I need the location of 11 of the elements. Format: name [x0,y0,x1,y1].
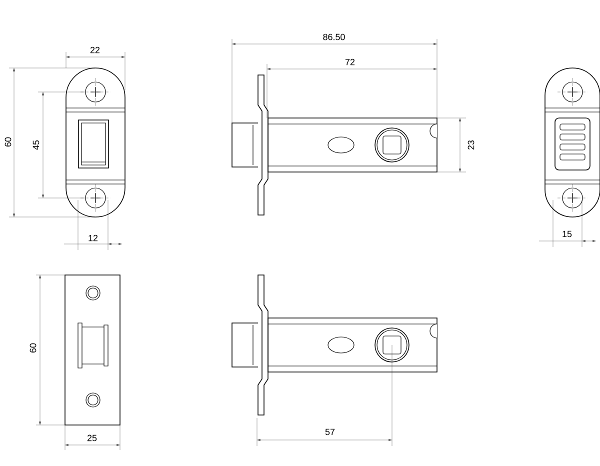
dimension-label: 60 [4,137,12,147]
dimension-label: 22 [90,46,100,54]
dimension-label: 23 [468,140,474,150]
dimension-label: 15 [562,230,572,238]
dimension-label: 60 [30,343,36,353]
dimension-label: 45 [32,140,40,150]
dimension-label: 86.50 [323,34,345,40]
dimension-label: 25 [87,434,97,442]
dimension-label: 72 [345,58,355,66]
dimension-label: 12 [88,234,98,242]
dimension-label: 57 [325,428,335,436]
